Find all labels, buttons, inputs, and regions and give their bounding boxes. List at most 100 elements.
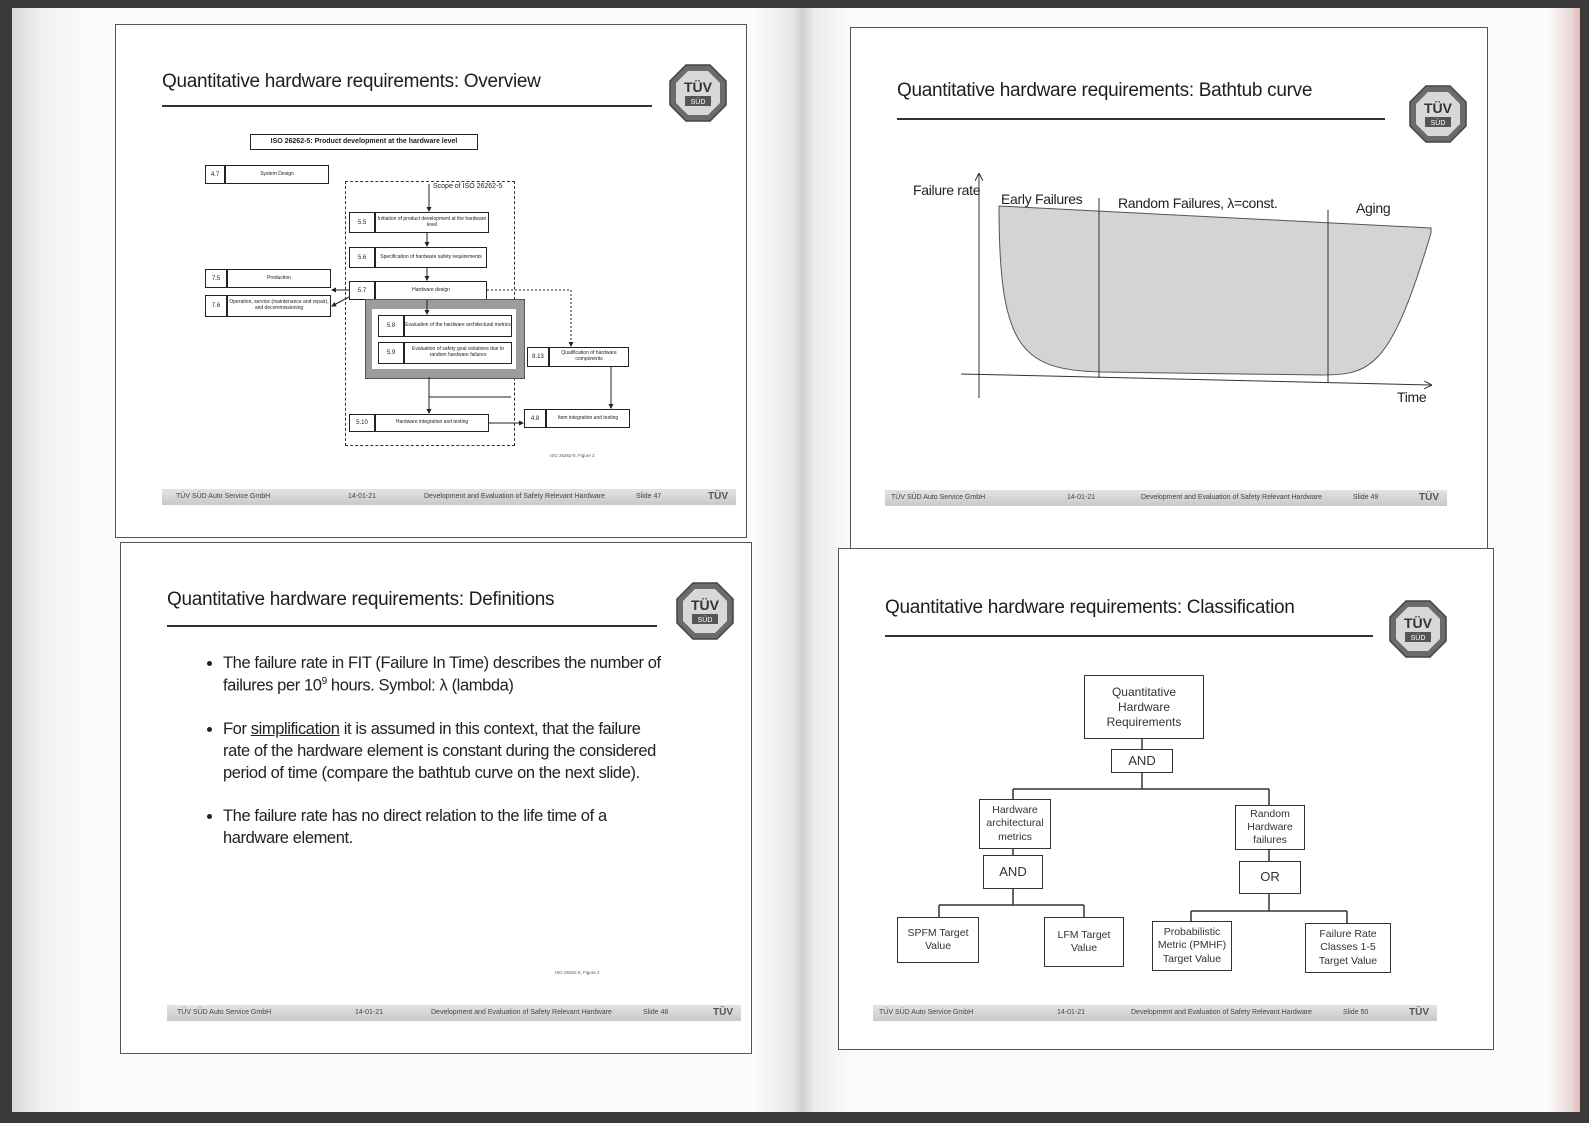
footer-company: TÜV SÜD Auto Service GmbH	[177, 1009, 272, 1016]
bullet1-text-end: hours. Symbol: λ (lambda)	[326, 676, 514, 695]
box-num: 5.10	[349, 414, 375, 432]
box-initiation: Initiation of product development at the…	[375, 212, 489, 233]
footer-slide-number: Slide 47	[636, 493, 662, 500]
bullet2-text: For	[223, 720, 251, 739]
footer-tuv-mark: TÜV	[708, 491, 728, 502]
footer-course: Development and Evaluation of Safety Rel…	[424, 493, 605, 500]
x-axis	[960, 373, 1431, 385]
slide-footer: TÜV SÜD Auto Service GmbH 14-01-21 Devel…	[167, 1005, 741, 1021]
box-hw-integration: Hardware integration and testing	[375, 414, 489, 432]
footer-date: 14-01-21	[1057, 1009, 1086, 1016]
logo-top-text: TÜV	[1424, 100, 1453, 116]
footer-company: TÜV SÜD Auto Service GmbH	[879, 1009, 974, 1016]
box-num: 7.6	[205, 295, 227, 317]
slide-footer: TÜV SÜD Auto Service GmbH 14-01-21 Devel…	[873, 1005, 1437, 1021]
node-or-right: OR	[1239, 861, 1301, 894]
footer-tuv-mark: TÜV	[713, 1007, 733, 1018]
logo-top-text: TÜV	[1404, 615, 1433, 631]
leaf-pmhf: Probabilistic Metric (PMHF) Target Value	[1152, 921, 1232, 971]
leaf-failure-rate-classes: Failure Rate Classes 1-5 Target Value	[1305, 923, 1391, 973]
node-and-top: AND	[1111, 749, 1173, 773]
node-quantitative-hw-requirements: Quantitative Hardware Requirements	[1084, 675, 1204, 739]
leaf-spfm: SPFM Target Value	[897, 917, 979, 963]
slide-classification: Quantitative hardware requirements: Clas…	[838, 548, 1494, 1050]
bullet1-text: The failure rate in FIT (Failure In Time…	[223, 654, 661, 695]
diagram-connectors	[331, 184, 614, 426]
title-rule	[167, 625, 657, 627]
bathtub-curve	[998, 205, 1432, 376]
slide-title: Quantitative hardware requirements: Defi…	[167, 589, 555, 610]
figure-caption: ISO 26262-5, Figure 2	[555, 970, 600, 975]
box-num: 7.5	[205, 269, 227, 288]
logo-bottom-text: SÜD	[1411, 634, 1426, 642]
box-num: 4.8	[524, 409, 546, 428]
logo-bottom-text: SÜD	[1431, 119, 1446, 127]
bathtub-chart	[960, 28, 1487, 398]
node-random-hw-failures: Random Hardware failures	[1235, 805, 1305, 850]
figure-caption: ISO 26262-5, Figure 2	[550, 453, 595, 458]
tuv-sud-logo: TÜV SÜD	[676, 582, 734, 640]
footer-course: Development and Evaluation of Safety Rel…	[1131, 1009, 1312, 1016]
region-aging: Aging	[1356, 200, 1391, 216]
y-axis-label: Failure rate	[913, 182, 981, 198]
box-num: 5.5	[349, 212, 375, 233]
footer-tuv-mark: TÜV	[1419, 492, 1439, 503]
title-rule	[162, 105, 652, 107]
footer-date: 14-01-21	[355, 1009, 384, 1016]
footer-course: Development and Evaluation of Safety Rel…	[431, 1009, 612, 1016]
footer-tuv-mark: TÜV	[1409, 1007, 1429, 1018]
region-random-failures: Random Failures, λ=const.	[1118, 195, 1278, 211]
slide-footer: TÜV SÜD Auto Service GmbH 14-01-21 Devel…	[162, 489, 736, 505]
bullet-simplification: For simplification it is assumed in this…	[223, 719, 671, 784]
logo-top-text: TÜV	[684, 79, 713, 95]
bullet-fit-definition: The failure rate in FIT (Failure In Time…	[223, 653, 671, 697]
box-num: 5.6	[349, 247, 375, 268]
footer-slide-number: Slide 49	[1353, 494, 1379, 501]
slide-overview: Quantitative hardware requirements: Over…	[115, 24, 747, 538]
slide-title: Quantitative hardware requirements: Clas…	[885, 597, 1295, 618]
definitions-list: The failure rate in FIT (Failure In Time…	[223, 653, 671, 872]
slide-bathtub: Quantitative hardware requirements: Bath…	[850, 27, 1488, 551]
box-production: Production	[227, 269, 331, 288]
footer-date: 14-01-21	[348, 493, 377, 500]
slide-footer: TÜV SÜD Auto Service GmbH 14-01-21 Devel…	[885, 490, 1447, 506]
tuv-sud-logo: TÜV SÜD	[669, 64, 727, 122]
x-axis-label: Time	[1397, 389, 1427, 405]
title-rule	[897, 118, 1385, 120]
diagram-title: ISO 26262-5: Product development at the …	[250, 134, 478, 150]
footer-company: TÜV SÜD Auto Service GmbH	[891, 494, 986, 501]
node-and-left: AND	[983, 855, 1043, 889]
slide-definitions: Quantitative hardware requirements: Defi…	[120, 542, 752, 1054]
box-item-integration: Item integration and testing	[546, 409, 630, 428]
tuv-sud-logo: TÜV SÜD	[1409, 85, 1467, 143]
bullet3-text: The failure rate has no direct relation …	[223, 807, 607, 848]
region-early-failures: Early Failures	[1001, 191, 1083, 207]
box-num: 5.7	[349, 281, 375, 300]
footer-slide-number: Slide 50	[1343, 1009, 1369, 1016]
box-safety-goal-violations: Evaluation of safety goal violations due…	[404, 342, 512, 364]
bullet2-underlined: simplification	[250, 720, 340, 739]
slide-title: Quantitative hardware requirements: Bath…	[897, 80, 1313, 101]
bullet-life-time: The failure rate has no direct relation …	[223, 806, 671, 850]
node-hw-architectural-metrics: Hardware architectural metrics	[979, 799, 1051, 849]
box-num: 8.13	[527, 347, 549, 367]
slide-title: Quantitative hardware requirements: Over…	[162, 71, 541, 92]
leaf-lfm: LFM Target Value	[1044, 917, 1124, 967]
box-num: 4.7	[205, 165, 225, 184]
classification-connectors	[938, 739, 1348, 923]
box-system-design: System Design	[225, 165, 329, 184]
footer-date: 14-01-21	[1067, 494, 1096, 501]
footer-company: TÜV SÜD Auto Service GmbH	[176, 493, 271, 500]
bullet1-exponent: 9	[321, 675, 328, 687]
scope-label: Scope of ISO 26262-5	[431, 183, 505, 190]
box-qualification: Qualification of hardware components	[549, 347, 629, 367]
box-architectural-metrics: Evaluation of the hardware architectural…	[404, 315, 512, 337]
footer-course: Development and Evaluation of Safety Rel…	[1141, 494, 1322, 501]
box-num: 5.9	[378, 342, 404, 364]
title-rule	[885, 635, 1373, 637]
logo-top-text: TÜV	[691, 597, 720, 613]
box-num: 5.8	[378, 315, 404, 337]
box-specification: Specification of hardware safety require…	[375, 247, 487, 268]
tuv-sud-logo: TÜV SÜD	[1389, 600, 1447, 658]
logo-bottom-text: SÜD	[698, 616, 713, 624]
